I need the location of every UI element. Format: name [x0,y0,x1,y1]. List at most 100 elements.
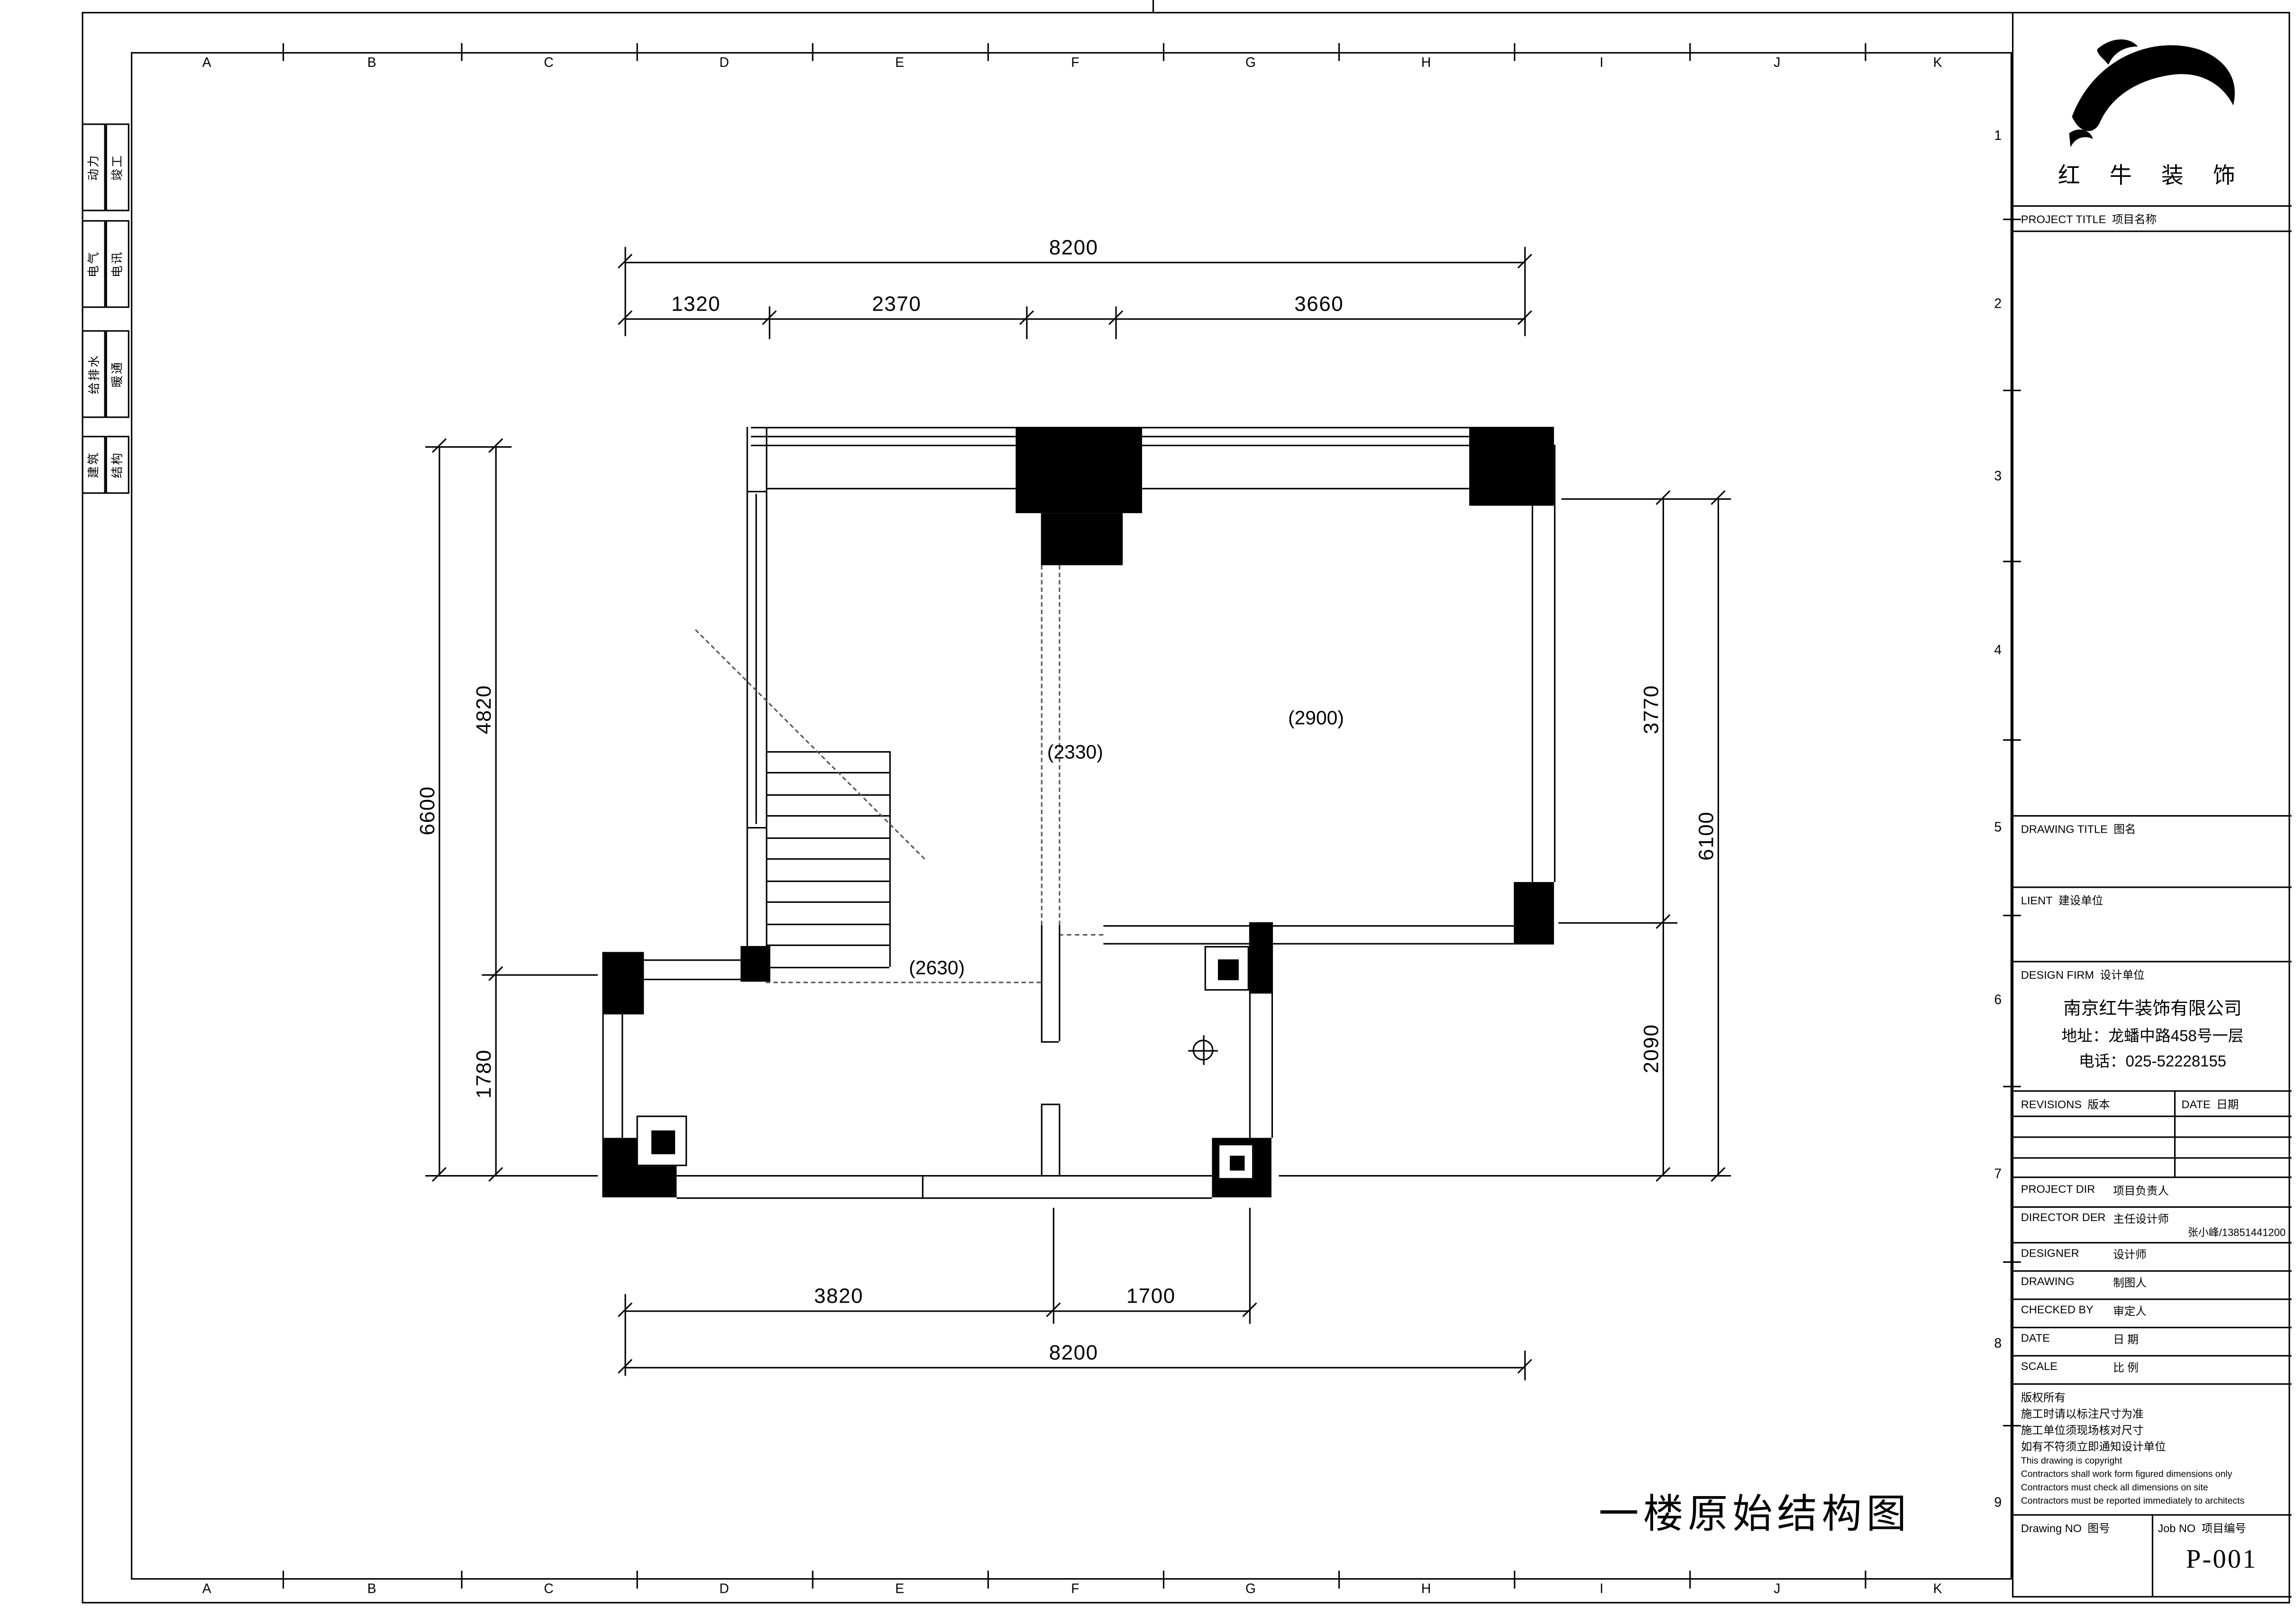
dimension-label: 3770 [1638,685,1663,735]
tab-label: 电气 [87,250,101,277]
discipline-tab: 竣工 [105,123,129,211]
tab-label: 暖通 [110,360,124,388]
wall-line [1059,1103,1061,1175]
structural-column [602,952,644,1015]
brand-name: 红 牛 装 饰 [2058,165,2247,189]
grid-tick [461,43,463,61]
stair-tread [766,880,889,882]
structural-column [1469,427,1554,506]
copyright-line: This drawing is copyright [2021,1456,2122,1467]
grid-letter: A [202,55,211,70]
divider [2013,1270,2292,1272]
projection-dash [766,982,1041,983]
grid-tick [1514,43,1516,61]
dimension-label: 4820 [471,685,495,735]
extension-line [768,306,770,340]
dimension-line [624,318,1525,320]
extension-line [624,247,626,336]
discipline-tab: 动力 [82,123,106,211]
grid-letter: B [367,1581,376,1596]
divider [2013,230,2292,232]
door-opening-dash [1059,934,1104,936]
dimension-label: 3660 [1294,291,1344,315]
wall-line [1041,925,1043,1041]
grid-letter: B [367,55,376,70]
grid-tick [812,43,814,61]
projection-dash [1041,565,1043,926]
projection-dash [1059,565,1061,926]
room-dimension-label: (2900) [1288,706,1344,729]
divider [2013,886,2292,888]
window-edge [746,491,766,493]
bull-logo-icon [2069,39,2235,147]
dimension-label: 8200 [1049,235,1098,259]
stair-tread [766,815,889,817]
grid-number: 5 [1994,819,2002,835]
wall-line [1531,505,1533,882]
table-divider [2151,1514,2153,1596]
extension-line [1115,306,1117,340]
grid-tick [1162,1571,1165,1589]
grid-number: 2 [1994,296,2002,311]
grid-letter: I [1600,1581,1604,1596]
survey-point-cross [1188,1050,1218,1052]
wall-line [677,1175,1212,1177]
divider [2013,1115,2292,1117]
extension-line [1558,922,1678,924]
wall-line [746,427,748,964]
survey-point-icon [1192,1039,1214,1061]
grid-letter: K [1933,55,1942,70]
grid-tick [1162,43,1165,61]
dimension-line [495,446,497,1175]
divider [2013,1157,2292,1159]
grid-tick [1514,1571,1516,1589]
extension-line [425,446,512,448]
structural-column [741,946,770,982]
grid-letter: F [1071,55,1079,70]
wall-line [677,1197,1212,1199]
grid-tick [1689,1571,1691,1589]
sheet-top-tick [1152,0,1154,12]
grid-number: 9 [1994,1495,2002,1510]
divider [2013,205,2292,207]
divider [2013,1090,2292,1092]
dimension-label: 2090 [1638,1024,1663,1074]
wall-line [751,436,1554,438]
stair-tread [766,944,889,946]
stair-tread [766,837,889,839]
grid-letter: I [1600,55,1604,70]
director-value: 张小峰/13851441200 [2187,1228,2286,1239]
discipline-tab: 结构 [105,436,129,494]
extension-line [482,974,598,976]
grid-tick [812,1571,814,1589]
stair-edge [889,751,891,967]
extension-line [624,1294,626,1376]
wall-line [602,1014,604,1138]
divider [2013,1206,2292,1208]
extension-line [1524,247,1526,336]
company-name: 南京红牛装饰有限公司 [2063,998,2242,1019]
dimension-label: 1780 [471,1049,495,1099]
shaft-symbol-core [1217,959,1239,981]
divider [2013,1298,2292,1300]
grid-tick [282,43,284,61]
grid-letter: A [202,1581,211,1596]
table-divider [2174,1090,2176,1177]
window-edge [746,827,766,829]
grid-tick [1689,43,1691,61]
copyright-line: 施工时请以标注尺寸为准 [2021,1407,2144,1421]
discipline-tab: 电气 [82,220,106,308]
shaft-symbol [636,1115,687,1167]
discipline-tab: 建筑 [82,436,106,494]
drawing-frame [131,52,2012,1580]
